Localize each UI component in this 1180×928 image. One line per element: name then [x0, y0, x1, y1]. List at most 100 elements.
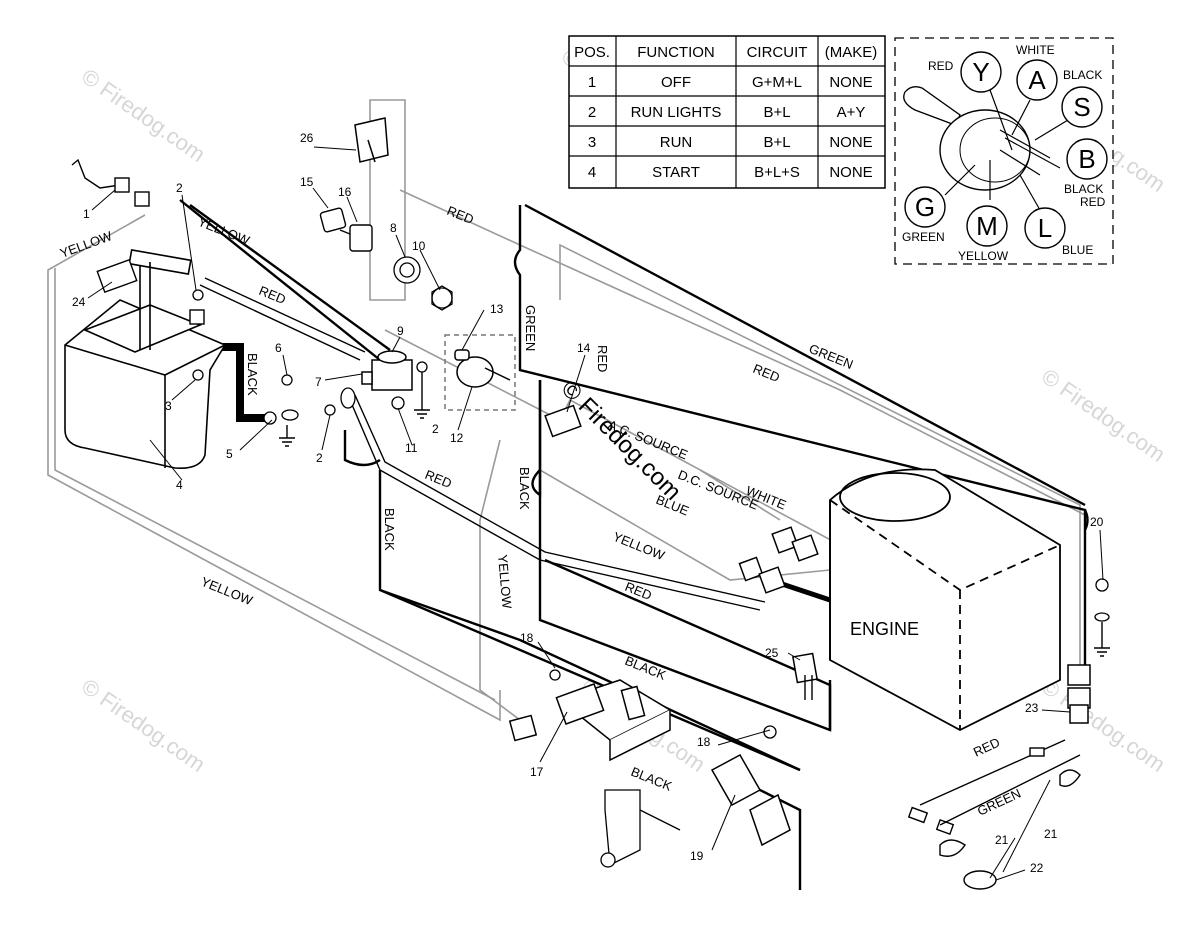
connector-26	[354, 117, 389, 163]
watermark: © Firedog.com	[1037, 364, 1170, 467]
wire-label: GREEN	[523, 305, 538, 351]
wire-label: YELLOW	[58, 228, 115, 261]
part-number: 26	[300, 131, 314, 145]
wire-label: YELLOW	[199, 574, 256, 608]
switch-wire-label: BLACK	[1063, 68, 1102, 82]
table-cell: OFF	[661, 74, 691, 91]
switch-wire-label: BLACK	[1064, 182, 1103, 196]
part-numbers: 1 2 2 2 3 4 5 6 7 8 9 10 11 12 13 14 15 …	[72, 131, 1104, 875]
hardware	[192, 256, 1110, 739]
leader-lines	[87, 146, 1104, 881]
table-header: POS.	[574, 44, 610, 61]
ignition-switch	[444, 334, 516, 411]
part-number: 25	[765, 646, 779, 660]
part-number: 11	[405, 441, 418, 455]
terminal-label: G	[915, 192, 935, 222]
part-number: 19	[690, 849, 704, 863]
table-cell: NONE	[829, 134, 872, 151]
battery-terminal	[189, 309, 205, 325]
part-number: 7	[315, 375, 322, 389]
table-cell: RUN LIGHTS	[631, 104, 722, 121]
engine	[829, 468, 1061, 732]
harness-plug-1	[71, 158, 150, 207]
terminal-label: L	[1038, 213, 1052, 243]
red-wire-battery	[199, 277, 366, 361]
table-cell: B+L	[763, 104, 790, 121]
part-number: 14	[577, 341, 591, 355]
battery-ground-cable	[215, 343, 272, 422]
switch-wire-label: RED	[928, 59, 954, 73]
wire-label: RED	[423, 467, 454, 491]
part-number: 6	[275, 341, 282, 355]
red-wire-lower-2	[354, 394, 766, 603]
switch-table: POS. FUNCTION CIRCUIT (MAKE) 1 OFF G+M+L…	[568, 35, 886, 189]
part-number: 5	[226, 447, 233, 461]
table-cell: RUN	[660, 134, 693, 151]
watermark: © Firedog.com	[77, 674, 210, 777]
table-cell: 2	[588, 104, 596, 121]
wire-label: BLACK	[517, 467, 532, 510]
part-number: 2	[432, 422, 439, 436]
bezel-nut	[399, 262, 453, 311]
table-cell: 4	[588, 164, 596, 181]
terminal-label: M	[976, 211, 998, 241]
engine-label: ENGINE	[850, 619, 919, 639]
part-number: 3	[165, 399, 172, 413]
part-number: 23	[1025, 701, 1039, 715]
watermark: © Firedog.com	[1037, 674, 1170, 777]
terminal-label: B	[1078, 144, 1095, 174]
table-cell: 1	[588, 74, 596, 91]
terminal-label: S	[1073, 92, 1090, 122]
battery	[64, 248, 227, 470]
table-header: (MAKE)	[825, 44, 878, 61]
part-number: 17	[530, 765, 544, 779]
part-number: 12	[450, 431, 464, 445]
red-wire-lower	[349, 399, 761, 611]
table-header: CIRCUIT	[747, 44, 808, 61]
engine-connectors	[738, 526, 1091, 724]
part-number: 1	[83, 207, 90, 221]
table-cell: B+L	[763, 134, 790, 151]
connector-14	[544, 404, 582, 438]
wire-label: YELLOW	[611, 529, 668, 563]
switch-wire-label: WHITE	[1016, 43, 1055, 57]
part-number: 10	[412, 239, 426, 253]
terminal-label: Y	[972, 57, 989, 87]
solenoid	[361, 350, 413, 391]
table-cell: B+L+S	[754, 164, 800, 181]
table-header: FUNCTION	[637, 44, 715, 61]
part-number: 18	[520, 631, 534, 645]
part-number: 20	[1090, 515, 1104, 529]
switch-body	[939, 109, 1031, 191]
wire-label: BLACK	[382, 508, 397, 551]
switch-wire-label: BLUE	[1062, 243, 1093, 257]
table-cell: START	[652, 164, 700, 181]
table-cell: 3	[588, 134, 596, 151]
wire-label: BLACK	[623, 653, 668, 683]
terminal-label: A	[1028, 65, 1046, 95]
part-number: 18	[697, 735, 711, 749]
watermark: © Firedog.com	[77, 64, 210, 167]
terminal-cover	[96, 258, 138, 294]
switch-terminal-diagram: Y A S B G M L RED WHITE BLACK BLACK RED …	[894, 37, 1114, 265]
part-number: 24	[72, 295, 86, 309]
part-25	[804, 675, 813, 700]
wire-label: RED	[751, 361, 782, 385]
wire-label: RED	[445, 203, 476, 227]
wire-label: BLACK	[245, 353, 260, 396]
table-cell: NONE	[829, 164, 872, 181]
light-connectors	[907, 739, 1081, 890]
safety-switch-19	[710, 753, 791, 847]
table-cell: A+Y	[837, 104, 866, 121]
part-number: 9	[397, 324, 404, 338]
part-number: 15	[300, 175, 314, 189]
switch-wire-label: GREEN	[902, 230, 945, 244]
key	[319, 207, 373, 252]
part-number: 13	[490, 302, 504, 316]
part-number: 22	[1030, 861, 1044, 875]
wire-label: RED	[971, 735, 1002, 760]
table-cell: NONE	[829, 74, 872, 91]
part-number: 21	[1044, 827, 1058, 841]
switch-wire-label: YELLOW	[958, 249, 1009, 263]
